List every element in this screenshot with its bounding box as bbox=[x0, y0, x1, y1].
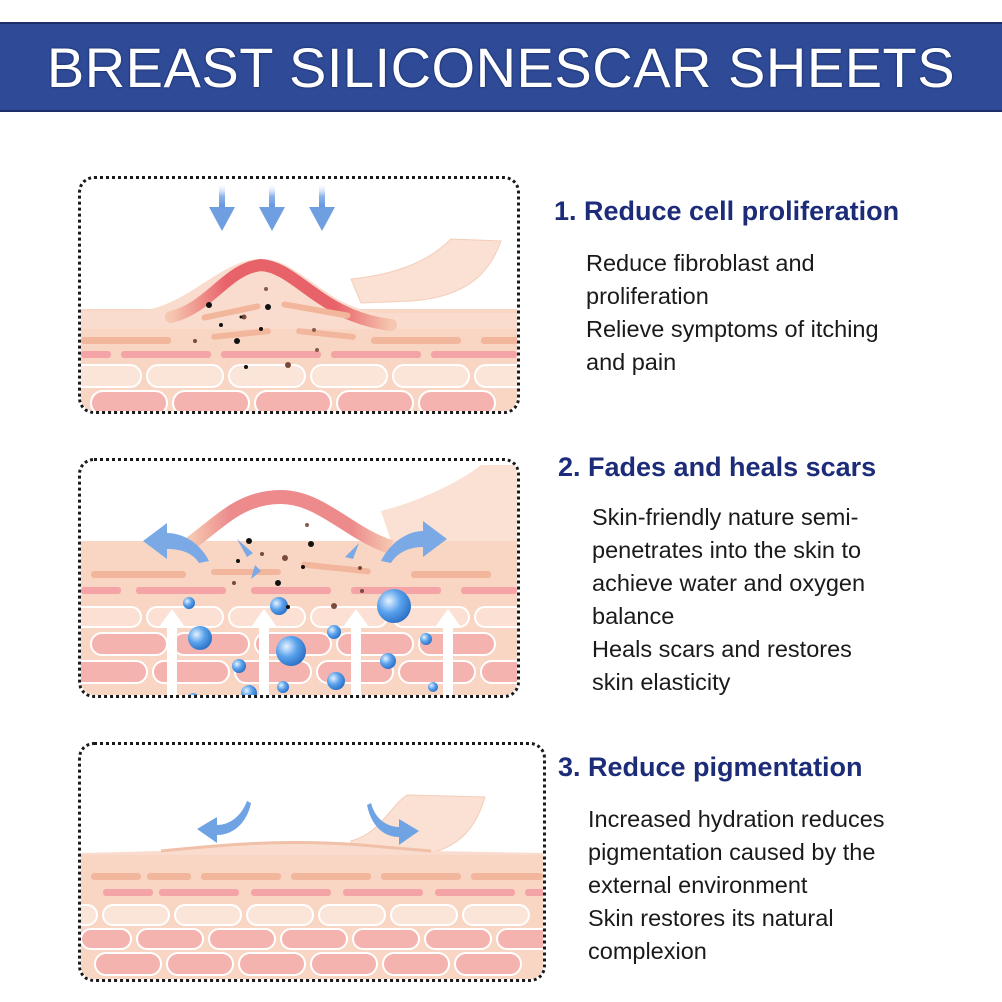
section-2-description: Skin-friendly nature semi- penetrates in… bbox=[592, 501, 876, 699]
section-2-line: Skin-friendly nature semi- bbox=[592, 504, 859, 530]
down-arrows-icon bbox=[209, 183, 335, 231]
section-2: 2. Fades and heals scars Skin-friendly n… bbox=[558, 452, 876, 699]
section-1: 1. Reduce cell proliferation Reduce fibr… bbox=[554, 196, 899, 379]
section-1-heading: 1. Reduce cell proliferation bbox=[554, 196, 900, 226]
skin-scar-compression-illustration bbox=[81, 183, 517, 411]
section-3-line: pigmentation caused by the bbox=[588, 839, 876, 865]
section-3-description: Increased hydration reduces pigmentation… bbox=[588, 803, 885, 968]
section-2-line: Heals scars and restores bbox=[592, 636, 852, 662]
section-3-heading: 3. Reduce pigmentation bbox=[558, 752, 863, 782]
illustration-panel-2 bbox=[78, 458, 520, 698]
curved-outward-arrows-icon bbox=[143, 521, 447, 579]
section-1-description: Reduce fibroblast and proliferation Reli… bbox=[586, 247, 899, 379]
section-3-line: Skin restores its natural bbox=[588, 905, 834, 931]
section-2-heading: 2. Fades and heals scars bbox=[558, 452, 877, 482]
page-title: BREAST SILICONESCAR SHEETS bbox=[46, 35, 956, 99]
section-1-line: and pain bbox=[586, 349, 677, 375]
skin-flattened-scar-illustration bbox=[81, 794, 543, 979]
section-2-line: penetrates into the skin to bbox=[592, 537, 862, 563]
illustration-panel-1 bbox=[78, 176, 520, 414]
section-2-line: achieve water and oxygen bbox=[592, 570, 866, 596]
section-1-line: proliferation bbox=[586, 283, 709, 309]
pigment-particles bbox=[193, 287, 319, 369]
curved-arrows-icon bbox=[197, 801, 419, 845]
section-2-line: skin elasticity bbox=[592, 669, 731, 695]
illustration-panel-3 bbox=[78, 742, 546, 982]
section-3: 3. Reduce pigmentation Increased hydrati… bbox=[558, 752, 885, 968]
skin-hydration-illustration bbox=[81, 465, 517, 695]
section-3-line: Increased hydration reduces bbox=[588, 806, 885, 832]
water-bubbles bbox=[183, 589, 438, 695]
upward-arrows-icon bbox=[159, 609, 461, 695]
section-2-line: balance bbox=[592, 603, 675, 629]
pigment-particles bbox=[232, 523, 364, 609]
section-1-line: Relieve symptoms of itching bbox=[586, 316, 879, 342]
section-3-line: complexion bbox=[588, 938, 707, 964]
title-banner: BREAST SILICONESCAR SHEETS bbox=[0, 22, 1002, 112]
section-3-line: external environment bbox=[588, 872, 808, 898]
section-1-line: Reduce fibroblast and bbox=[586, 250, 815, 276]
